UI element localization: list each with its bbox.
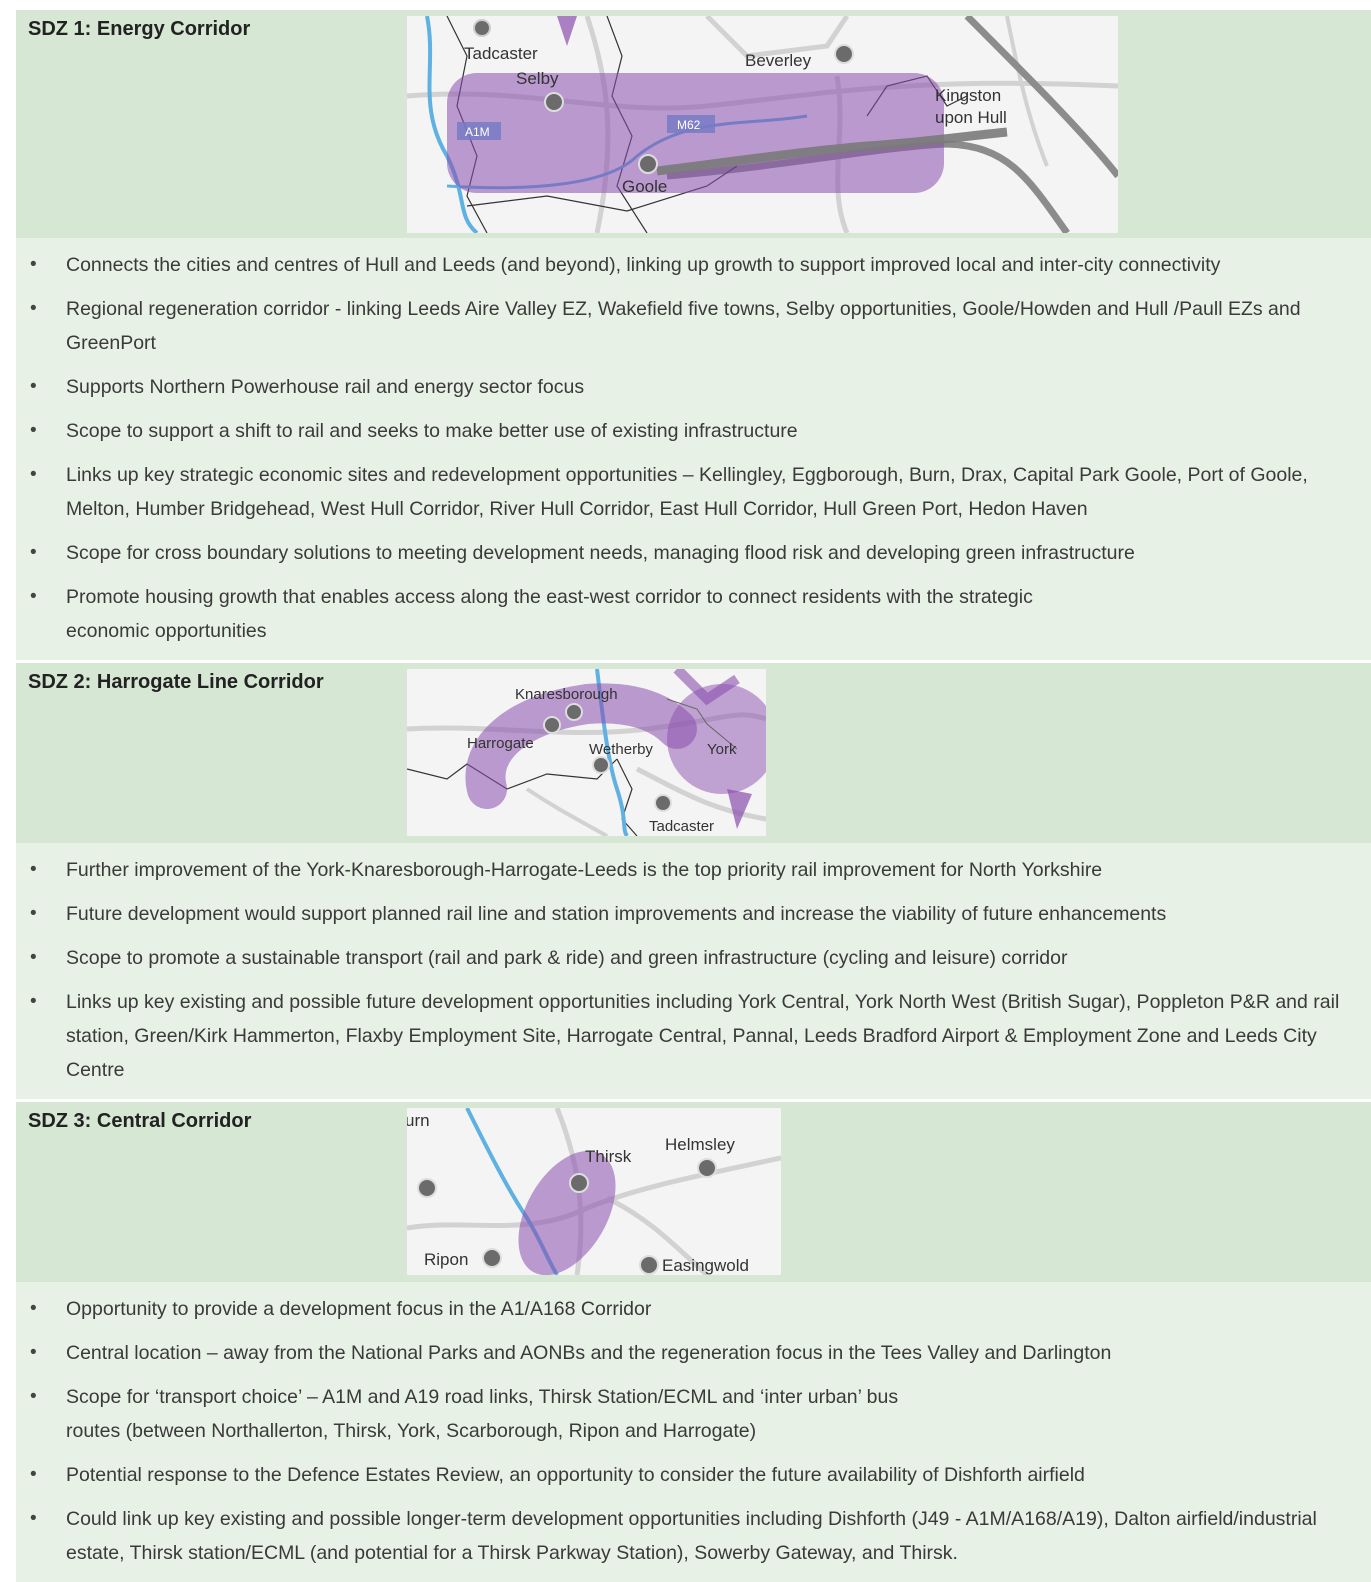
list-item: Scope for cross boundary solutions to me…	[16, 532, 1371, 576]
list-item: Potential response to the Defence Estate…	[16, 1454, 1371, 1498]
map-label-knaresborough: Knaresborough	[515, 686, 618, 703]
list-item: Scope for ‘transport choice’ – A1M and A…	[16, 1376, 1371, 1454]
map-label-ripon: Ripon	[424, 1250, 468, 1269]
list-item: Future development would support planned…	[16, 893, 1371, 937]
list-item: Central location – away from the Nationa…	[16, 1332, 1371, 1376]
map-label-a1m: A1M	[465, 125, 490, 139]
map-label-harrogate: Harrogate	[467, 735, 534, 752]
map-label-urn: urn	[407, 1111, 430, 1130]
sdz3-map: urn Thirsk Helmsley Ripon Easingwold	[407, 1108, 781, 1275]
sdz2-title: SDZ 2: Harrogate Line Corridor	[28, 671, 324, 693]
map-label-selby: Selby	[516, 69, 559, 88]
list-item: Promote housing growth that enables acce…	[16, 576, 1371, 654]
divider	[16, 660, 1371, 663]
list-item: Opportunity to provide a development foc…	[16, 1288, 1371, 1332]
map-label-wetherby: Wetherby	[589, 741, 653, 758]
list-item: Could link up key existing and possible …	[16, 1498, 1371, 1576]
list-item: Supports Northern Powerhouse rail and en…	[16, 366, 1371, 410]
map-label-tadcaster: Tadcaster	[464, 44, 538, 63]
map-label-york: York	[707, 741, 737, 758]
map-label-goole: Goole	[622, 177, 667, 196]
sdz2-header: SDZ 2: Harrogate Line Corridor Knare	[16, 663, 1371, 843]
map-label-upon-hull: upon Hull	[935, 108, 1007, 127]
map-label-helmsley: Helmsley	[665, 1135, 735, 1154]
map-label-tadcaster-2: Tadcaster	[649, 818, 714, 835]
list-item: Further improvement of the York-Knaresbo…	[16, 849, 1371, 893]
sdz1-bullet-list: Connects the cities and centres of Hull …	[16, 238, 1371, 660]
map-label-m62: M62	[677, 118, 701, 132]
map-label-kingston: Kingston	[935, 86, 1001, 105]
sdz3-header: SDZ 3: Central Corridor urn Thirsk Helms…	[16, 1102, 1371, 1282]
map-label-easingwold: Easingwold	[662, 1256, 749, 1275]
document-page: SDZ 1: Energy Corridor	[16, 10, 1371, 1582]
sdz2-map: Knaresborough Harrogate Wetherby York Ta…	[407, 669, 766, 836]
sdz1-title: SDZ 1: Energy Corridor	[28, 18, 251, 40]
list-item: Links up key strategic economic sites an…	[16, 454, 1371, 532]
list-item: Connects the cities and centres of Hull …	[16, 244, 1371, 288]
sdz3-title: SDZ 3: Central Corridor	[28, 1110, 252, 1132]
list-item: Scope to support a shift to rail and see…	[16, 410, 1371, 454]
list-item: Scope to promote a sustainable transport…	[16, 937, 1371, 981]
list-item: Regional regeneration corridor - linking…	[16, 288, 1371, 366]
sdz3-bullet-list: Opportunity to provide a development foc…	[16, 1282, 1371, 1582]
map-label-beverley: Beverley	[745, 51, 812, 70]
sdz2-bullet-list: Further improvement of the York-Knaresbo…	[16, 843, 1371, 1099]
sdz1-header: SDZ 1: Energy Corridor	[16, 10, 1371, 238]
list-item: Links up key existing and possible futur…	[16, 981, 1371, 1093]
map-label-thirsk: Thirsk	[585, 1147, 632, 1166]
sdz1-map: Tadcaster Selby Beverley Kingston upon H…	[407, 16, 1118, 233]
divider	[16, 1099, 1371, 1102]
